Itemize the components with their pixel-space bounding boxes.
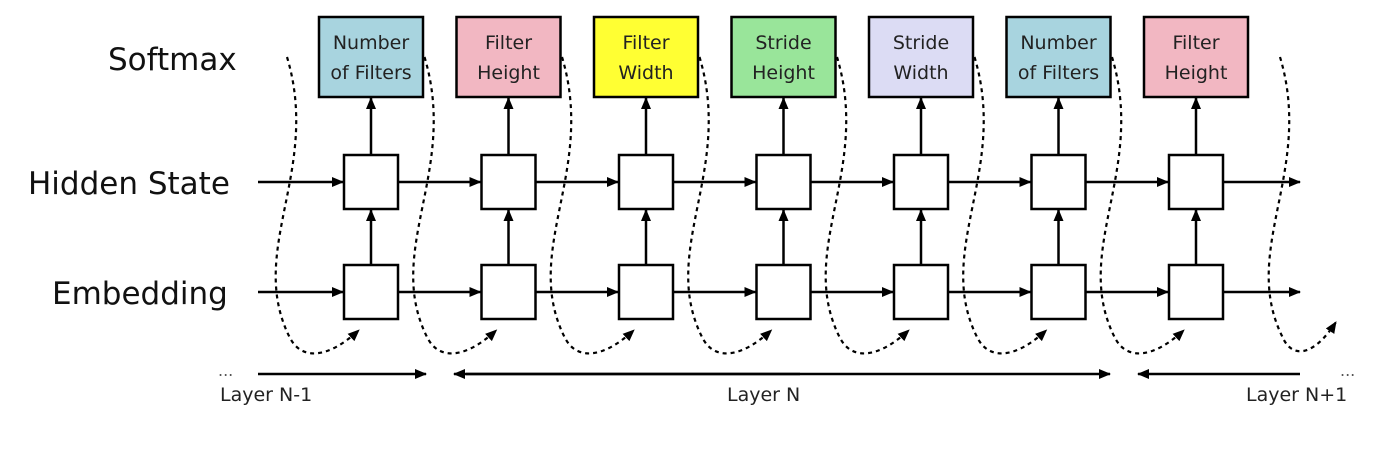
softmax-output-label-line2: of Filters	[1018, 62, 1099, 84]
softmax-output-box	[730, 15, 837, 99]
embedding-cell	[755, 263, 812, 321]
softmax-output-label-line1: Filter	[622, 32, 669, 54]
layer-n-plus-1-label: Layer N+1	[1246, 384, 1347, 406]
embedding-cell	[617, 263, 675, 321]
softmax-output-label-line2: Width	[618, 62, 673, 84]
softmax-output-label-line2: of Filters	[330, 62, 411, 84]
hidden-state-row-label: Hidden State	[28, 166, 230, 202]
hidden-state-cell	[755, 153, 812, 211]
embedding-row-label: Embedding	[52, 276, 228, 312]
embedding-cell	[1030, 263, 1087, 321]
softmax-output-label-line1: Stride	[893, 32, 949, 54]
softmax-output-box	[1005, 15, 1112, 99]
softmax-output-label-line1: Number	[333, 32, 410, 54]
hidden-state-cell	[892, 153, 950, 211]
softmax-output-label-line2: Height	[752, 62, 815, 84]
softmax-output-label-line2: Height	[1165, 62, 1228, 84]
layer-n-minus-1-label: Layer N-1	[220, 384, 312, 406]
softmax-output-box	[867, 15, 975, 99]
layer-n-label: Layer N	[727, 384, 800, 406]
embedding-cell	[1167, 263, 1225, 321]
embedding-cell	[892, 263, 950, 321]
softmax-output-label-line1: Number	[1020, 32, 1097, 54]
softmax-output-box	[317, 15, 425, 99]
hidden-state-cell	[1167, 153, 1225, 211]
embedding-cell	[342, 263, 400, 321]
hidden-state-cell	[480, 153, 537, 211]
embedding-cell	[480, 263, 537, 321]
softmax-output-label-line1: Stride	[755, 32, 811, 54]
hidden-state-cell	[1030, 153, 1087, 211]
softmax-output-box	[592, 15, 700, 99]
hidden-state-cell	[342, 153, 400, 211]
softmax-output-box	[455, 15, 562, 99]
softmax-output-label-line1: Filter	[485, 32, 532, 54]
softmax-output-label-line2: Height	[477, 62, 540, 84]
left-ellipsis: ...	[218, 361, 233, 380]
softmax-row-label: Softmax	[108, 42, 237, 78]
feedback-dotted-arrow-trailing	[1267, 56, 1337, 353]
right-ellipsis: ...	[1340, 361, 1355, 380]
hidden-state-cell	[617, 153, 675, 211]
softmax-output-box	[1142, 15, 1250, 99]
softmax-output-label-line2: Width	[893, 62, 948, 84]
softmax-output-label-line1: Filter	[1172, 32, 1219, 54]
